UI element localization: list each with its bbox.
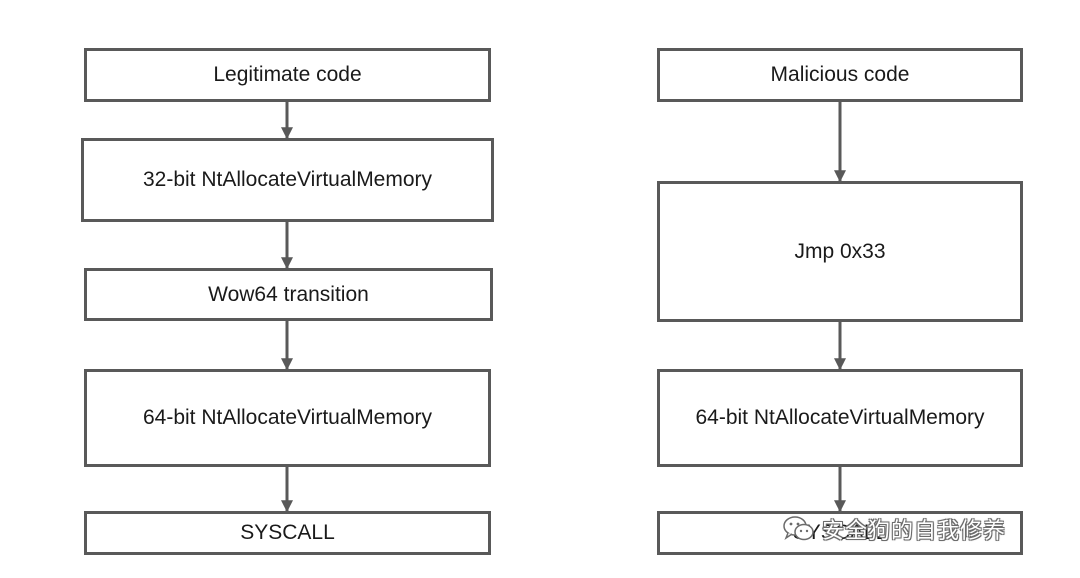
watermark: 安全狗的自我修养 bbox=[782, 512, 1006, 546]
left-step-32bit-ntallocate: 32-bit NtAllocateVirtualMemory bbox=[81, 138, 494, 222]
right-step-jmp-0x33: Jmp 0x33 bbox=[657, 181, 1023, 322]
left-step-wow64-transition: Wow64 transition bbox=[84, 268, 493, 321]
left-step-64bit-ntallocate: 64-bit NtAllocateVirtualMemory bbox=[84, 369, 491, 467]
right-step-malicious-code: Malicious code bbox=[657, 48, 1023, 102]
right-step-syscall: SYSCALL bbox=[657, 511, 1023, 555]
watermark-text: 安全狗的自我修养 bbox=[822, 519, 1007, 544]
right-step-label: Jmp 0x33 bbox=[794, 239, 886, 263]
left-step-label: 32-bit NtAllocateVirtualMemory bbox=[142, 168, 433, 191]
left-step-label: Wow64 transition bbox=[208, 282, 369, 306]
left-step-label: 64-bit NtAllocateVirtualMemory bbox=[142, 406, 433, 429]
right-step-64bit-ntallocate: 64-bit NtAllocateVirtualMemory bbox=[657, 369, 1023, 467]
left-step-syscall: SYSCALL bbox=[84, 511, 491, 555]
left-step-legitimate-code: Legitimate code bbox=[84, 48, 491, 102]
right-step-label: SYSCALL bbox=[792, 521, 888, 544]
left-step-label: Legitimate code bbox=[213, 63, 362, 86]
wechat-icon bbox=[783, 516, 814, 541]
right-step-label: 64-bit NtAllocateVirtualMemory bbox=[695, 406, 985, 429]
left-step-label: SYSCALL bbox=[240, 521, 335, 544]
right-step-label: Malicious code bbox=[770, 63, 910, 86]
